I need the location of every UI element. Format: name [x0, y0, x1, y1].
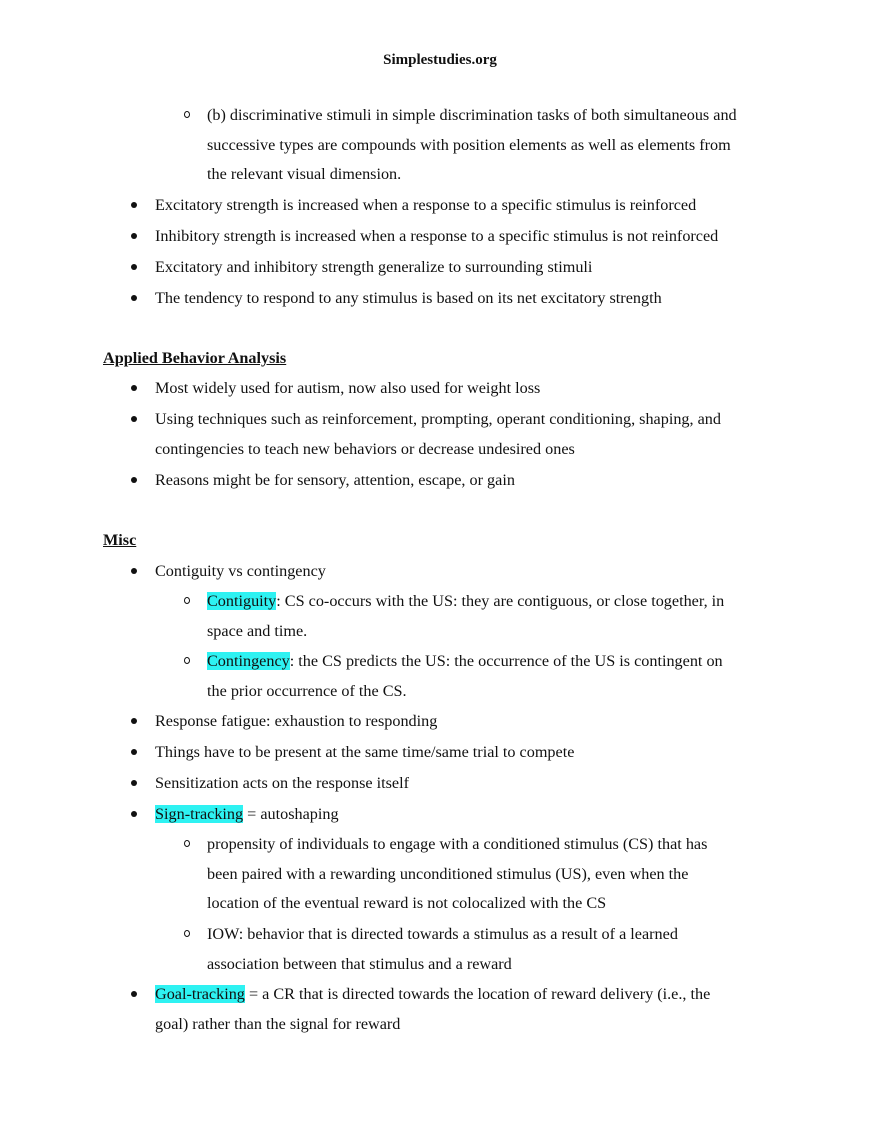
highlighted-term-sign-tracking: Sign-tracking: [155, 805, 244, 823]
highlighted-term-contiguity: Contiguity: [207, 592, 277, 610]
list-item: Inhibitory strength is increased when a …: [155, 227, 719, 245]
list-item-continuation: contingencies to teach new behaviors or …: [155, 440, 575, 458]
bullet-icon: [131, 749, 137, 755]
list-item: Response fatigue: exhaustion to respondi…: [155, 712, 438, 730]
sub-item-continuation: space and time.: [207, 622, 308, 640]
bullet-icon: [131, 568, 137, 574]
bullet-icon: [131, 811, 137, 817]
list-item-text: = autoshaping: [243, 805, 339, 823]
highlighted-term-contingency: Contingency: [207, 652, 290, 670]
list-item: Contiguity vs contingency: [155, 562, 326, 580]
list-item: Reasons might be for sensory, attention,…: [155, 471, 515, 489]
list-item-text: = a CR that is directed towards the loca…: [244, 985, 711, 1003]
list-item: Excitatory and inhibitory strength gener…: [155, 258, 593, 276]
sub-item-continuation: the prior occurrence of the CS.: [207, 682, 407, 700]
list-item: Using techniques such as reinforcement, …: [155, 410, 721, 428]
bullet-icon: [131, 385, 137, 391]
sub-item: IOW: behavior that is directed towards a…: [207, 925, 678, 943]
list-item: Sensitization acts on the response itsel…: [155, 774, 409, 792]
bullet-icon: [131, 233, 137, 239]
section-heading-misc: Misc: [103, 531, 137, 549]
section-heading-aba: Applied Behavior Analysis: [103, 349, 287, 367]
sub-item: propensity of individuals to engage with…: [207, 835, 708, 853]
sub-item-b-line-1: (b) discriminative stimuli in simple dis…: [207, 106, 737, 124]
bullet-icon: [131, 295, 137, 301]
bullet-icon: [131, 991, 137, 997]
sub-item-contiguity: Contiguity: CS co-occurs with the US: th…: [207, 591, 724, 611]
sub-item-continuation: been paired with a rewarding uncondition…: [207, 865, 689, 883]
list-item-sign-tracking: Sign-tracking = autoshaping: [155, 804, 339, 824]
sub-bullet-icon: [184, 597, 190, 604]
sub-bullet-icon: [184, 657, 190, 664]
highlighted-term-goal-tracking: Goal-tracking: [155, 985, 245, 1003]
bullet-icon: [131, 718, 137, 724]
list-item: Most widely used for autism, now also us…: [155, 379, 541, 397]
bullet-icon: [131, 264, 137, 270]
bullet-icon: [131, 477, 137, 483]
list-item: Excitatory strength is increased when a …: [155, 196, 697, 214]
sub-item-contingency: Contingency: the CS predicts the US: the…: [207, 651, 723, 671]
page-header-site: Simplestudies.org: [383, 52, 497, 68]
sub-item-text: : the CS predicts the US: the occurrence…: [289, 652, 723, 670]
sub-item-continuation: association between that stimulus and a …: [207, 955, 512, 973]
list-item-continuation: goal) rather than the signal for reward: [155, 1015, 401, 1033]
sub-item-b-line-2: successive types are compounds with posi…: [207, 136, 731, 154]
list-item: The tendency to respond to any stimulus …: [155, 289, 662, 307]
sub-item-text: : CS co-occurs with the US: they are con…: [276, 592, 725, 610]
list-item: Things have to be present at the same ti…: [155, 743, 575, 761]
sub-bullet-icon: [184, 930, 190, 937]
bullet-icon: [131, 780, 137, 786]
bullet-icon: [131, 416, 137, 422]
sub-item-continuation: location of the eventual reward is not c…: [207, 894, 607, 912]
sub-item-b-line-3: the relevant visual dimension.: [207, 165, 402, 183]
bullet-icon: [131, 202, 137, 208]
list-item-goal-tracking: Goal-tracking = a CR that is directed to…: [155, 984, 710, 1004]
sub-bullet-icon: [184, 111, 190, 118]
sub-bullet-icon: [184, 840, 190, 847]
